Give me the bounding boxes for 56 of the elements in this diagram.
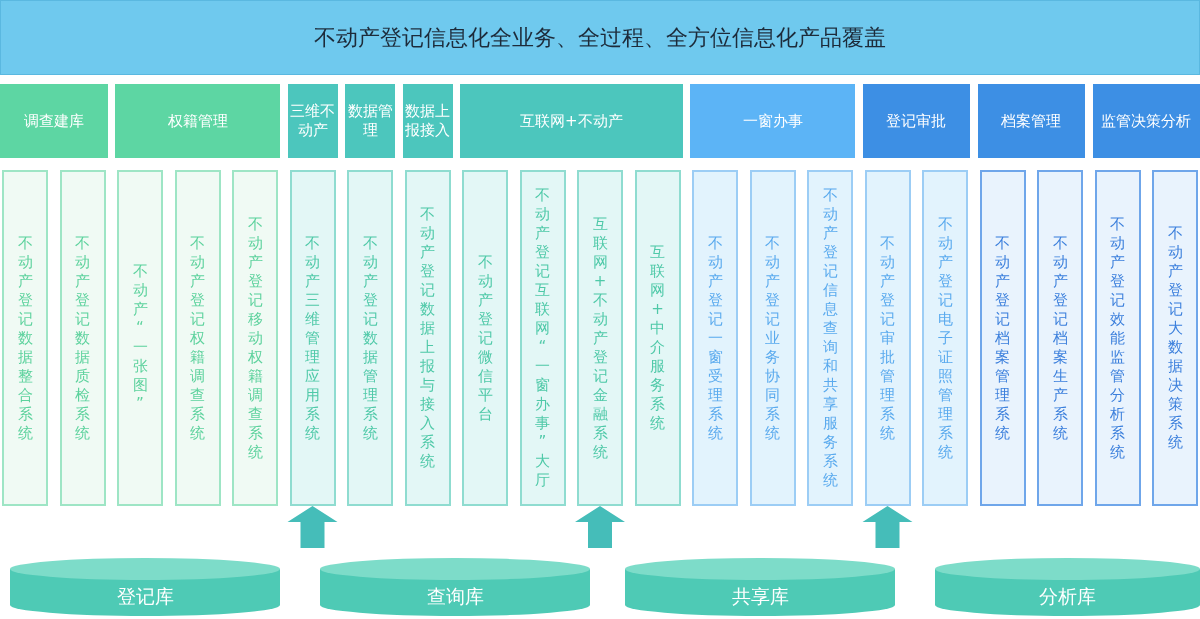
system-name: 不动产登记数据上报与接入系统	[419, 205, 436, 471]
system-name: 互联网+不动产登记金融系统	[592, 214, 608, 462]
system-column	[232, 170, 278, 506]
system-column	[634, 170, 681, 506]
system-name: 不动产登记互联网“一窗办事”大厅	[534, 186, 551, 490]
system-column	[117, 170, 163, 506]
system-name: 不动产“一张图”	[132, 262, 148, 414]
system-column	[749, 170, 796, 506]
system-name: 不动产登记大数据决策系统	[1167, 224, 1183, 452]
system-name: 不动产登记效能监管分析系统	[1109, 214, 1126, 462]
category-box: 权籍管理	[115, 84, 280, 158]
category-box: 调查建库	[0, 84, 108, 158]
category-box: 监管决策分析	[1092, 84, 1200, 158]
system-column	[347, 170, 393, 506]
category-box: 数据上报接入	[402, 84, 453, 158]
category-box: 互联网+不动产	[460, 84, 683, 158]
block-arrow	[862, 506, 913, 548]
system-column	[577, 170, 623, 506]
category-box: 档案管理	[977, 84, 1085, 158]
block-arrow	[287, 506, 338, 548]
category-box: 一窗办事	[690, 84, 855, 158]
system-column	[807, 170, 853, 506]
system-column	[922, 170, 968, 506]
system-column	[1037, 170, 1083, 506]
category-box: 登记审批	[862, 84, 970, 158]
header-banner: 不动产登记信息化全业务、全过程、全方位信息化产品覆盖	[0, 0, 1200, 75]
system-column	[519, 170, 566, 506]
system-column	[2, 170, 48, 506]
system-column	[1094, 170, 1141, 506]
system-column	[1152, 170, 1198, 506]
system-name: 不动产登记业务协同系统	[764, 233, 781, 443]
system-column	[174, 170, 221, 506]
system-name: 不动产登记数据整合系统	[17, 233, 33, 443]
system-name: 不动产三维管理应用系统	[304, 233, 321, 443]
system-column	[462, 170, 508, 506]
system-column	[289, 170, 336, 506]
system-name: 不动产登记数据管理系统	[362, 233, 378, 443]
category-box: 三维不动产	[287, 84, 338, 158]
system-column	[59, 170, 106, 506]
block-arrow	[575, 506, 625, 548]
system-name: 不动产登记权籍调查系统	[189, 233, 206, 443]
category-box: 数据管理	[345, 84, 395, 158]
system-column	[979, 170, 1026, 506]
system-name: 不动产登记微信平台	[477, 252, 493, 424]
system-name: 不动产登记档案管理系统	[994, 233, 1011, 443]
system-name: 不动产登记移动权籍调查系统	[247, 214, 263, 462]
system-name: 不动产登记档案生产系统	[1052, 233, 1068, 443]
system-column	[864, 170, 911, 506]
system-name: 不动产登记信息查询和共享服务系统	[822, 186, 838, 490]
system-name: 不动产登记数据质检系统	[74, 233, 91, 443]
system-name: 不动产登记一窗受理系统	[707, 233, 723, 443]
system-column	[404, 170, 451, 506]
system-name: 互联网+中介服务系统	[649, 243, 666, 433]
system-name: 不动产登记审批管理系统	[879, 233, 896, 443]
system-column	[692, 170, 738, 506]
system-name: 不动产登记电子证照管理系统	[937, 214, 953, 462]
